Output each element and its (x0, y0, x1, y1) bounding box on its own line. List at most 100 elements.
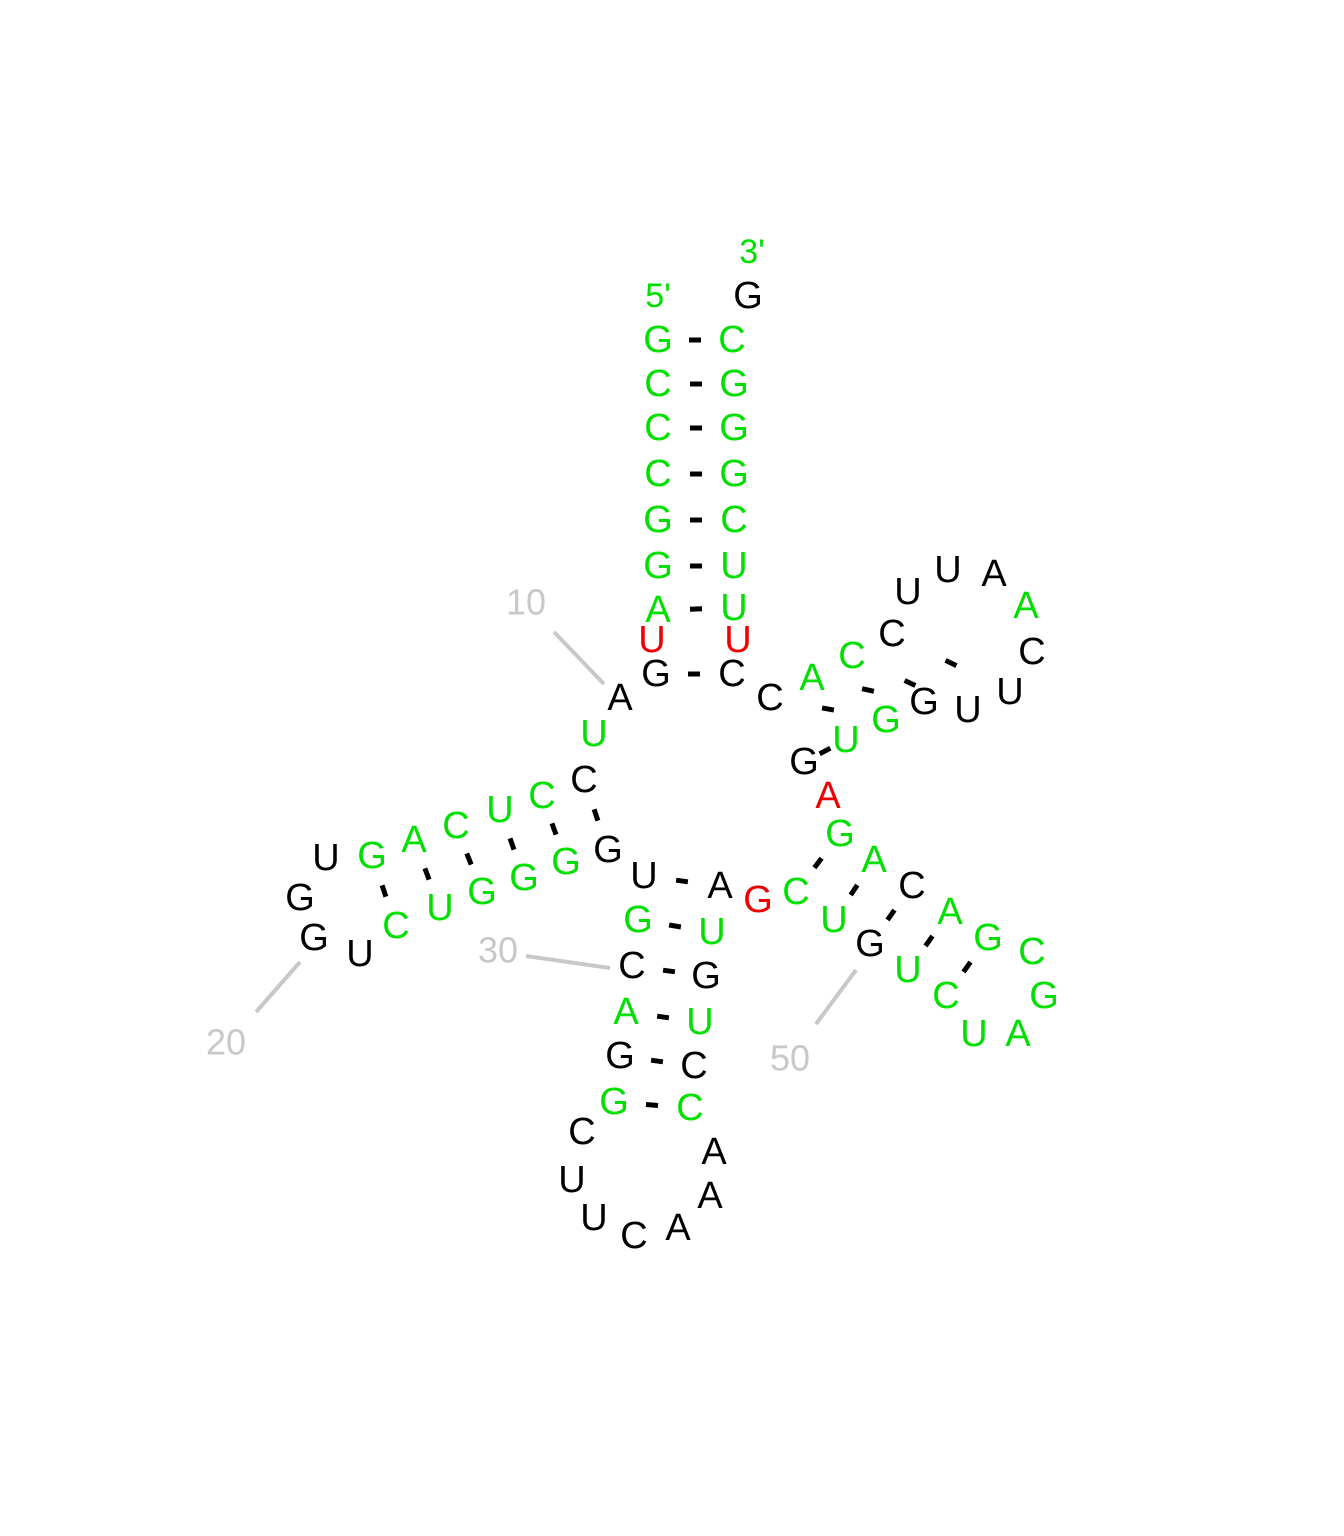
pair-bond-65-75 (861, 686, 875, 694)
pair-bond-28-46 (675, 877, 689, 885)
nucleotide-21: U (346, 933, 373, 975)
nucleotide-40: A (701, 1131, 727, 1173)
nucleotide-61: G (825, 813, 855, 855)
pair-bond-64-76 (821, 705, 835, 713)
pair-bond-49-60 (848, 883, 860, 897)
pair-bond-66-74 (903, 678, 917, 688)
nucleotide-68: U (894, 571, 921, 613)
nucleotide-73: U (996, 671, 1023, 713)
nucleotide-25: G (509, 857, 539, 899)
nucleotide-66: C (838, 635, 865, 677)
nucleotide-43: U (686, 1001, 713, 1043)
nucleotide-20: G (299, 917, 329, 959)
nucleotide-19: G (285, 877, 315, 919)
position-label-leaders (254, 630, 858, 1026)
nucleotide-83: G (719, 453, 749, 495)
pair-bond-33-41 (645, 1102, 659, 1108)
nucleotide-62: A (815, 775, 841, 817)
nucleotide-56: C (1018, 931, 1045, 973)
pair-bond-51-58 (923, 934, 935, 948)
position-leader-20 (254, 960, 302, 1014)
nucleotide-45: U (698, 911, 725, 953)
nucleotide-76: G (871, 699, 901, 741)
pair-bond-52-57 (961, 960, 973, 974)
nucleotide-79: U (724, 619, 751, 661)
nucleotide-29: G (623, 899, 653, 941)
nucleotide-77: U (832, 719, 859, 761)
nucleotide-48: C (782, 871, 809, 913)
nucleotide-87: G (733, 275, 763, 317)
nucleotide-78: C (718, 653, 745, 695)
nucleotide-7: A (645, 589, 671, 631)
nucleotide-72: C (1018, 631, 1045, 673)
position-leader-30 (525, 954, 611, 970)
nucleotide-80: U (720, 587, 747, 629)
nucleotide-65: A (799, 657, 825, 699)
nucleotide-58: A (937, 891, 963, 933)
nucleotide-35: U (558, 1159, 585, 1201)
nucleotide-53: U (960, 1013, 987, 1055)
nucleotide-47: G (743, 879, 773, 921)
nucleotide-10: A (607, 677, 633, 719)
nucleotide-84: G (719, 407, 749, 449)
pair-bond-13-26 (549, 822, 559, 836)
pair-bond-14-25 (507, 837, 517, 851)
nucleotide-2: C (644, 363, 671, 405)
nucleotide-71: A (1013, 585, 1039, 627)
nucleotide-8: U (638, 619, 665, 661)
nucleotide-60: A (861, 839, 887, 881)
nucleotide-42: C (680, 1045, 707, 1087)
nucleotide-70: A (981, 553, 1007, 595)
nucleotide-4: C (644, 453, 671, 495)
position-leader-50 (814, 968, 858, 1026)
pair-bond-50-59 (885, 908, 897, 922)
nucleotide-74: U (954, 689, 981, 731)
pair-bond-30-44 (662, 967, 676, 975)
nucleotide-22: C (382, 905, 409, 947)
nucleotide-49: U (820, 899, 847, 941)
base-pair-bonds (379, 337, 973, 1108)
nucleotide-67: C (878, 613, 905, 655)
nucleotide-15: C (442, 805, 469, 847)
nucleotide-41: C (676, 1087, 703, 1129)
nucleotide-11: U (580, 713, 607, 755)
nucleotide-16: A (401, 819, 427, 861)
pair-bond-63-77 (818, 745, 832, 757)
nucleotide-18: U (312, 837, 339, 879)
nucleotide-64: C (756, 677, 783, 719)
nucleotide-69: U (934, 549, 961, 591)
position-label-20: 20 (206, 1022, 246, 1063)
pair-bond-12-27 (591, 808, 601, 822)
pair-bond-48-61 (812, 856, 824, 870)
nucleotide-27: G (593, 829, 623, 871)
nucleotide-34: C (568, 1111, 595, 1153)
nucleotide-36: U (580, 1197, 607, 1239)
pair-bond-32-42 (650, 1057, 664, 1065)
nucleotide-1: G (643, 319, 673, 361)
nucleotide-14: U (486, 789, 513, 831)
nucleotide-59: C (898, 865, 925, 907)
nucleotide-23: U (426, 887, 453, 929)
nucleotide-86: C (718, 319, 745, 361)
nucleotide-30: C (618, 945, 645, 987)
nucleotide-63: G (789, 741, 819, 783)
nucleotide-75: G (909, 681, 939, 723)
position-label-30: 30 (478, 930, 518, 971)
nucleotide-81: U (720, 545, 747, 587)
nucleotide-24: G (467, 871, 497, 913)
nucleotide-82: C (720, 499, 747, 541)
nucleotide-50: G (855, 923, 885, 965)
pair-bond-16-23 (422, 867, 432, 881)
nucleotide-9: G (641, 653, 671, 695)
nucleotide-6: G (643, 545, 673, 587)
nucleotide-51: U (894, 949, 921, 991)
nucleotide-5: G (643, 499, 673, 541)
nucleotide-39: A (697, 1175, 723, 1217)
nucleotide-28: U (630, 855, 657, 897)
pair-bond-15-24 (464, 852, 474, 866)
nucleotide-32: G (605, 1035, 635, 1077)
pair-bond-67-73 (944, 658, 958, 668)
